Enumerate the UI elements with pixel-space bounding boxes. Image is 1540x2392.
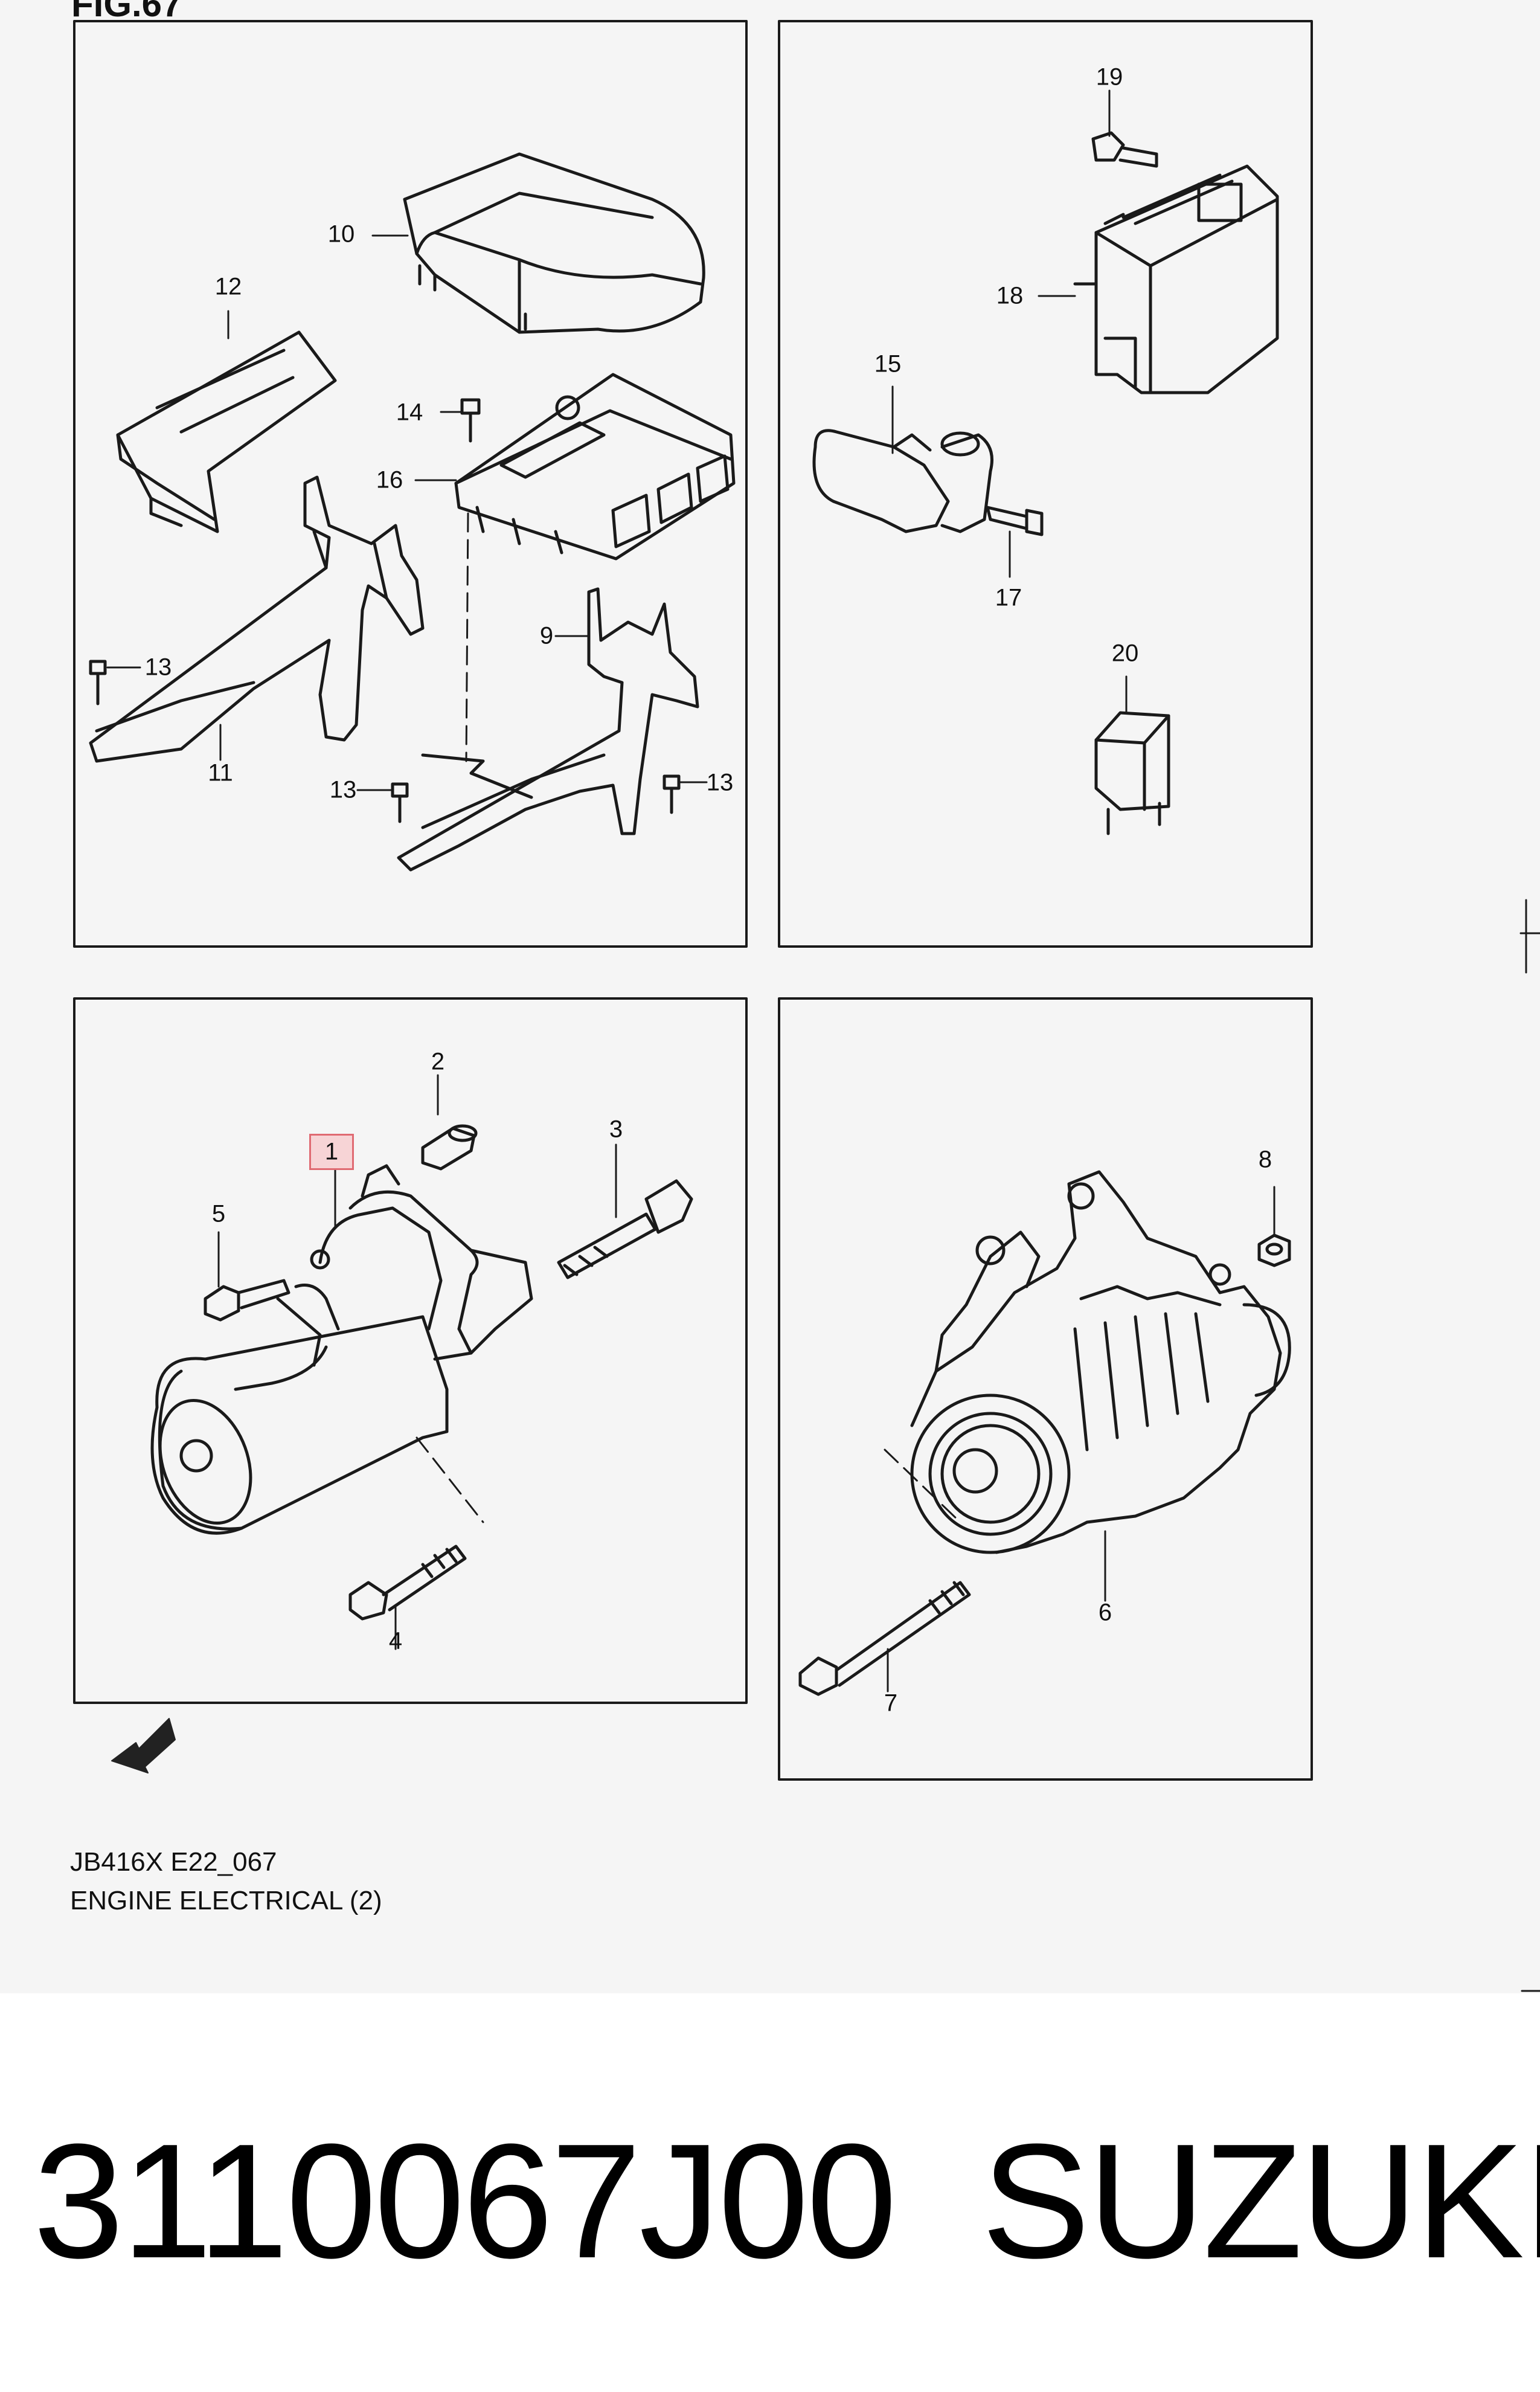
callout-4: 4 bbox=[388, 1627, 403, 1654]
figure-title: FIG.67 bbox=[71, 0, 182, 24]
callout-15: 15 bbox=[874, 350, 902, 378]
callout-20: 20 bbox=[1111, 640, 1139, 667]
callout-6: 6 bbox=[1098, 1599, 1112, 1626]
diagram-sheet: FIG.67 10 12 14 16 13 11 9 13 13 19 18 1… bbox=[70, 0, 1540, 1992]
callout-5: 5 bbox=[211, 1200, 226, 1227]
part-5-nut-stud bbox=[204, 1279, 290, 1322]
part-18-glow-relay bbox=[1073, 164, 1279, 394]
part-1-starter-motor bbox=[150, 1164, 533, 1535]
callout-16: 16 bbox=[376, 466, 403, 494]
part-19-bolt bbox=[1091, 131, 1158, 168]
callout-10: 10 bbox=[327, 220, 355, 248]
part-9-bracket-right bbox=[397, 587, 699, 872]
callout-3: 3 bbox=[609, 1116, 623, 1143]
parts-diagram-artwork bbox=[73, 20, 1540, 1992]
part-13-bolt-a bbox=[89, 660, 107, 706]
section-title: ENGINE ELECTRICAL (2) bbox=[70, 1886, 382, 1915]
callout-7: 7 bbox=[884, 1690, 898, 1717]
callout-2: 2 bbox=[431, 1048, 445, 1075]
callout-8: 8 bbox=[1258, 1146, 1272, 1173]
callout-14: 14 bbox=[396, 399, 423, 426]
part-15-crank-sensor bbox=[812, 429, 993, 533]
fwd-arrow-icon bbox=[111, 1718, 176, 1773]
part-10-ecu-cover bbox=[403, 152, 705, 334]
callout-12: 12 bbox=[214, 273, 242, 300]
callout-13-left: 13 bbox=[144, 654, 172, 681]
part-20-relay bbox=[1094, 711, 1170, 835]
part-3-bolt bbox=[557, 1179, 693, 1279]
model-code: JB416X E22_067 bbox=[70, 1847, 277, 1877]
part-6-alternator bbox=[910, 1170, 1291, 1554]
panel-starter-frame bbox=[73, 997, 748, 1704]
callout-1-highlight bbox=[309, 1134, 354, 1170]
part-4-bolt bbox=[348, 1545, 467, 1621]
callout-17: 17 bbox=[995, 584, 1022, 611]
part-17-screw bbox=[986, 506, 1044, 536]
brand-caption: SUZUKI bbox=[981, 2111, 1540, 2292]
callout-1: 1 bbox=[324, 1138, 339, 1165]
callout-9: 9 bbox=[539, 622, 554, 649]
part-14-screw bbox=[460, 398, 481, 443]
part-2-bushing bbox=[421, 1124, 478, 1171]
part-12-heat-shield bbox=[116, 330, 337, 533]
part-11-bracket-left bbox=[89, 475, 425, 763]
part-number-caption: 3110067J00 bbox=[33, 2111, 897, 2292]
part-16-ecu-module bbox=[454, 373, 736, 561]
panel-alternator-frame bbox=[778, 997, 1313, 1781]
panel-ecu-frame bbox=[73, 20, 748, 948]
callout-19: 19 bbox=[1096, 63, 1123, 91]
part-7-bolt bbox=[798, 1581, 971, 1696]
callout-18: 18 bbox=[996, 282, 1024, 309]
callout-13-bottom: 13 bbox=[329, 776, 357, 803]
callout-13-right: 13 bbox=[706, 769, 734, 796]
callout-11: 11 bbox=[208, 759, 233, 786]
panel-relay-frame bbox=[778, 20, 1313, 948]
